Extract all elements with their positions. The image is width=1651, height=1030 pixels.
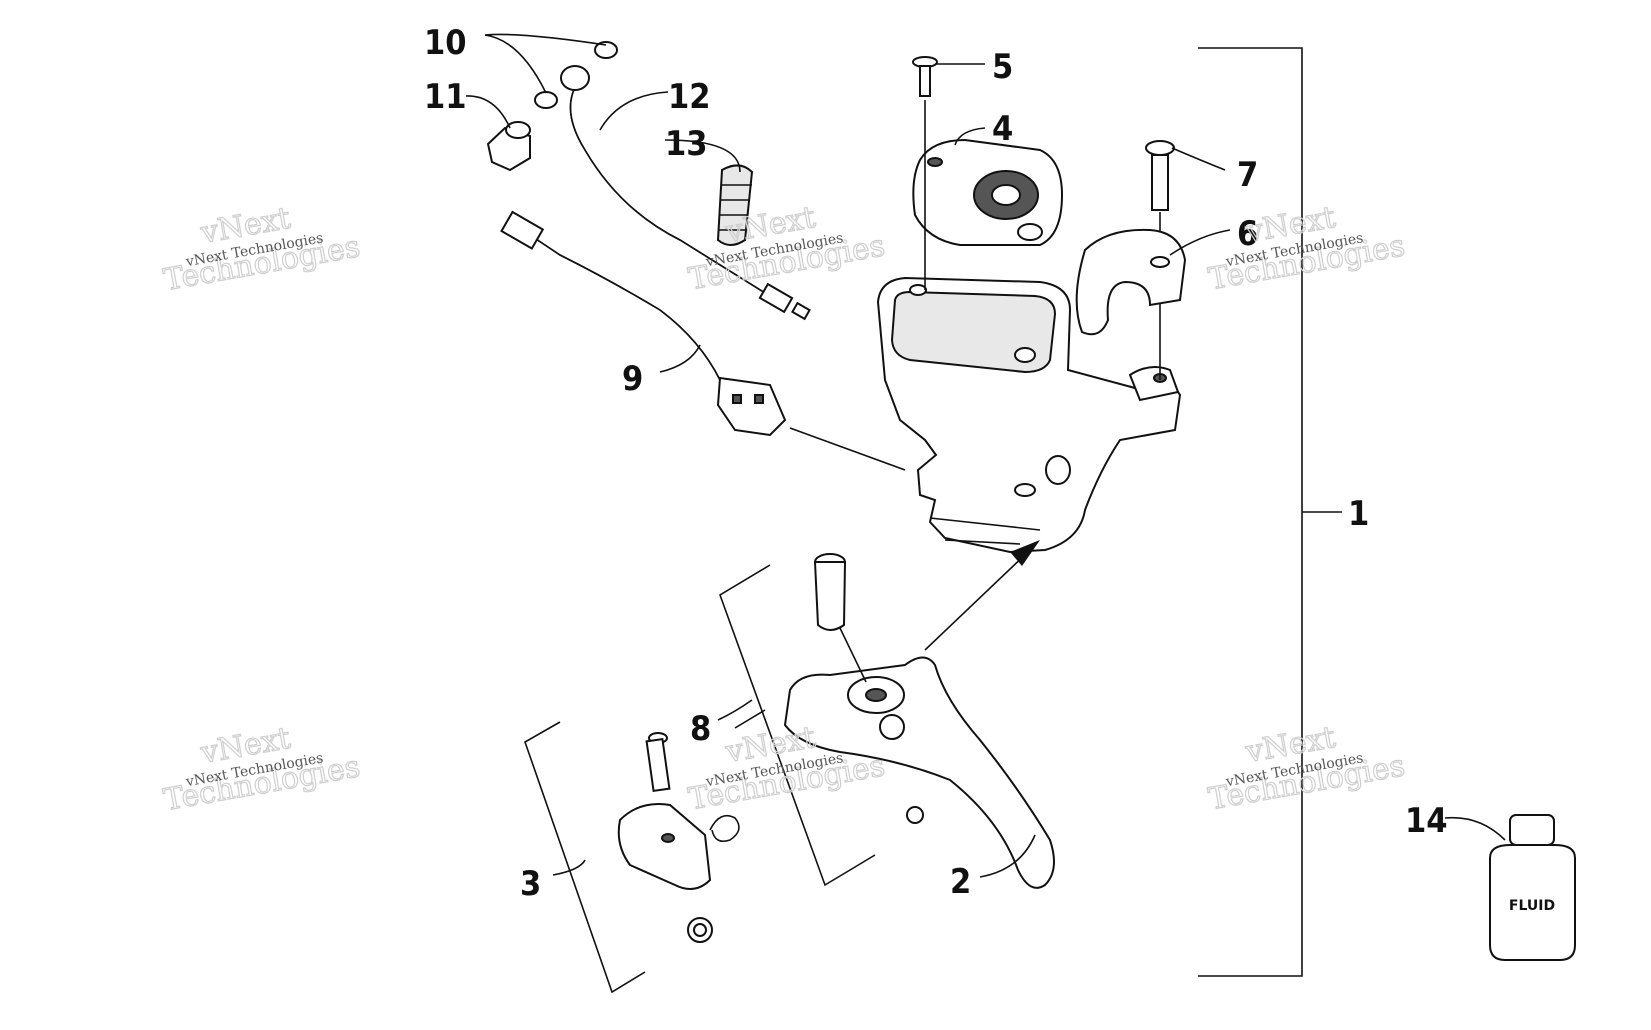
cap-screw <box>912 56 938 290</box>
banjo-bolt <box>486 121 531 172</box>
handlebar-clamp <box>1075 228 1187 336</box>
lever-adjuster <box>617 732 924 943</box>
assembly-arrow <box>924 540 1040 651</box>
callout-9: 9 <box>622 359 643 399</box>
brake-switch-harness <box>500 210 906 471</box>
callout-1: 1 <box>1348 494 1369 534</box>
callout-labels: 1 2 3 4 5 6 7 8 9 10 11 12 13 14 <box>424 23 1448 904</box>
callout-8: 8 <box>690 709 711 749</box>
watermark-bottom-right: vNext Technologies vNext Technologies <box>1205 719 1408 817</box>
watermark-top-right: vNext Technologies vNext Technologies <box>1205 199 1408 297</box>
watermark-top-left: vNext Technologies vNext Technologies <box>160 200 363 298</box>
reservoir-cap <box>912 138 1064 246</box>
lever-boot <box>716 164 754 246</box>
callout-5: 5 <box>992 47 1013 87</box>
callout-6: 6 <box>1237 214 1258 254</box>
fluid-bottle: FLUID <box>1489 814 1576 961</box>
clamp-bolt <box>1145 140 1175 380</box>
kit-bracket-3 <box>524 721 646 994</box>
callout-3: 3 <box>520 864 541 904</box>
watermark-top-center: vNext Technologies vNext Technologies <box>685 199 888 297</box>
banjo-washers <box>534 41 618 109</box>
callout-leaders <box>465 33 1506 878</box>
kit-bracket-8 <box>719 564 876 887</box>
assembly-bracket-1 <box>1198 47 1342 977</box>
callout-10: 10 <box>424 23 467 63</box>
callout-7: 7 <box>1237 155 1258 195</box>
watermarks: vNext Technologies vNext Technologies vN… <box>160 199 1408 818</box>
fluid-bottle-label: FLUID <box>1509 898 1555 914</box>
callout-11: 11 <box>424 77 467 117</box>
master-cylinder-body <box>876 276 1182 554</box>
callout-13: 13 <box>665 124 708 164</box>
watermark-bottom-left: vNext Technologies vNext Technologies <box>160 720 363 818</box>
callout-4: 4 <box>992 109 1013 149</box>
callout-12: 12 <box>668 77 711 117</box>
callout-14: 14 <box>1405 801 1448 841</box>
brake-lever <box>783 656 1055 889</box>
pivot-pin <box>813 553 867 683</box>
callout-2: 2 <box>950 862 971 902</box>
brake-line <box>560 65 811 321</box>
